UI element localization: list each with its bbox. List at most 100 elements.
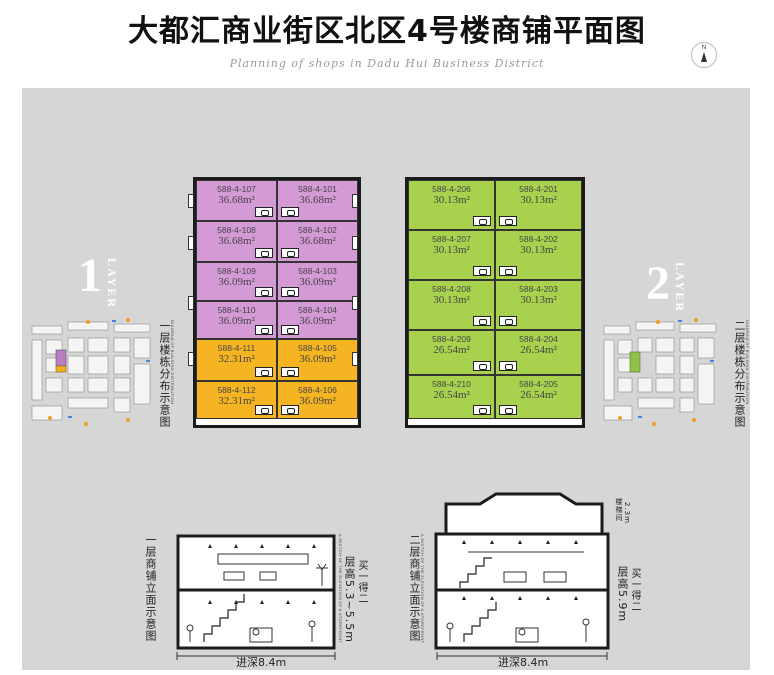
compass-icon: N (691, 42, 717, 68)
floor2-depth-label: 进深8.4m (498, 656, 549, 669)
layer-2-word: LAYER (673, 262, 687, 313)
shop-unit-code: 588-4-210 (432, 379, 471, 389)
floor2-distribution-label-en: DIAGRAM OF BUILDING DISTRIBUTION (745, 320, 750, 405)
restroom-marker (499, 266, 517, 276)
floor2-elevation-label-en: A SKETCH OF THE ELEVATION OF A STOREFRON… (420, 534, 425, 644)
floor2-roof-height: 2.3m (623, 502, 631, 524)
shop-unit-code: 588-4-111 (217, 343, 256, 353)
shop-unit-area: 32.31m² (218, 353, 255, 365)
restroom-marker (255, 248, 273, 258)
floor1-site-map (31, 318, 151, 426)
restroom-marker (281, 325, 299, 335)
door-marker (188, 236, 194, 250)
shop-unit-area: 26.54m² (433, 344, 470, 356)
floor1-elevation-label-en: A SKETCH OF THE ELEVATION OF A STOREFRON… (338, 534, 343, 644)
floor1-distribution-label: 一层楼栋分布示意图 (158, 320, 171, 428)
page-title: 大都汇商业街区北区4号楼商铺平面图 (128, 14, 646, 49)
shop-unit-area: 36.09m² (299, 276, 336, 288)
shop-unit-area: 36.68m² (299, 235, 336, 247)
compass-label: N (701, 45, 707, 51)
floor2-depth-dimension-line (436, 652, 608, 660)
floor1-depth-label: 进深8.4m (236, 656, 287, 669)
shop-unit-code: 588-4-102 (298, 225, 337, 235)
shop-unit-area: 30.13m² (520, 194, 557, 206)
shop-unit-code: 588-4-109 (217, 266, 256, 276)
restroom-marker (473, 316, 491, 326)
restroom-marker (255, 325, 273, 335)
door-marker (188, 352, 194, 366)
floor1-distribution-label-en: DIAGRAM OF BUILDING DISTRIBUTION (170, 320, 175, 405)
restroom-marker (281, 287, 299, 297)
page-subtitle: Planning of shops in Dadu Hui Business D… (229, 57, 545, 70)
shop-unit-code: 588-4-106 (298, 385, 337, 395)
restroom-marker (281, 207, 299, 217)
floor2-elevation-label: 二层商铺立面示意图 (408, 534, 421, 642)
floor2-height-sub: 买一得二 (629, 568, 640, 612)
shop-unit-code: 588-4-208 (432, 284, 471, 294)
shop-unit-area: 30.13m² (433, 294, 470, 306)
shop-unit-code: 588-4-103 (298, 266, 337, 276)
shop-unit-code: 588-4-202 (519, 234, 558, 244)
shop-unit-area: 30.13m² (433, 244, 470, 256)
shop-unit-code: 588-4-205 (519, 379, 558, 389)
shop-unit-area: 36.09m² (299, 395, 336, 407)
floor2-elevation (434, 492, 610, 650)
restroom-marker (255, 367, 273, 377)
restroom-marker (255, 405, 273, 415)
door-marker (352, 296, 358, 310)
restroom-marker (499, 361, 517, 371)
shop-unit-area: 30.13m² (520, 244, 557, 256)
restroom-marker (499, 316, 517, 326)
shop-unit-code: 588-4-110 (217, 305, 256, 315)
shop-unit-code: 588-4-105 (298, 343, 337, 353)
shop-unit-code: 588-4-207 (432, 234, 471, 244)
restroom-marker (255, 287, 273, 297)
shop-unit-area: 26.54m² (433, 389, 470, 401)
shop-unit-area: 26.54m² (520, 344, 557, 356)
door-marker (188, 296, 194, 310)
restroom-marker (281, 367, 299, 377)
shop-unit-code: 588-4-112 (217, 385, 256, 395)
floor2-distribution-label: 二层楼栋分布示意图 (733, 320, 746, 428)
shop-unit-area: 30.13m² (520, 294, 557, 306)
north-arrow-icon (701, 52, 707, 62)
shop-unit-code: 588-4-101 (298, 184, 337, 194)
layer-1-word: LAYER (105, 258, 119, 309)
shop-unit-code: 588-4-203 (519, 284, 558, 294)
floor1-height-sub: 买一得二 (356, 560, 367, 604)
door-marker (352, 236, 358, 250)
restroom-marker (473, 361, 491, 371)
shop-unit-area: 36.09m² (218, 315, 255, 327)
shop-unit-area: 36.68m² (299, 194, 336, 206)
restroom-marker (499, 216, 517, 226)
shop-unit-code: 588-4-201 (519, 184, 558, 194)
floor2-roof-label: 楼梯间 (615, 498, 623, 522)
restroom-marker (281, 248, 299, 258)
shop-unit-area: 36.09m² (218, 276, 255, 288)
door-marker (352, 194, 358, 208)
floor1-height-label: 层高5.3~5.5m (343, 556, 356, 643)
shop-unit-area: 36.68m² (218, 194, 255, 206)
floor1-depth-dimension-line (176, 652, 336, 660)
shop-unit-code: 588-4-108 (217, 225, 256, 235)
shop-unit-code: 588-4-104 (298, 305, 337, 315)
floor1-elevation (176, 534, 336, 650)
floor2-site-map (603, 318, 717, 426)
shop-unit-code: 588-4-206 (432, 184, 471, 194)
shop-unit-code: 588-4-209 (432, 334, 471, 344)
floor1-elevation-label: 一层商铺立面示意图 (144, 534, 157, 642)
restroom-marker (473, 266, 491, 276)
shop-unit-code: 588-4-107 (217, 184, 256, 194)
restroom-marker (281, 405, 299, 415)
shop-unit-code: 588-4-204 (519, 334, 558, 344)
restroom-marker (473, 405, 491, 415)
shop-unit-area: 30.13m² (433, 194, 470, 206)
